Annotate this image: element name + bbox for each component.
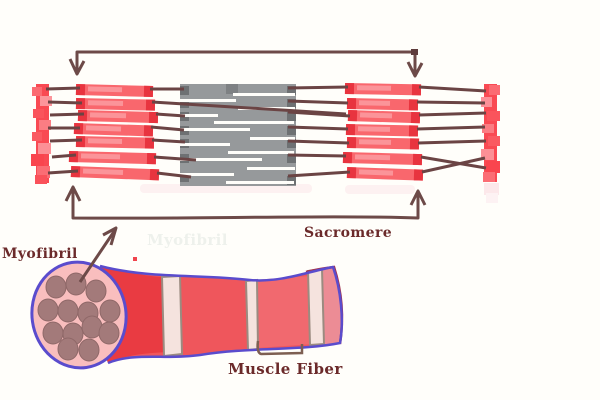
z-disc-right bbox=[481, 84, 500, 182]
myofibril-watermark-label: Myofibril bbox=[147, 231, 228, 249]
z-disc-left bbox=[31, 84, 52, 184]
myofibril-span-bracket bbox=[68, 49, 424, 78]
myofibril-circles bbox=[37, 272, 121, 362]
sarcomere-label: Sacromere bbox=[304, 225, 393, 241]
actin-bars-right bbox=[342, 83, 424, 181]
muscle-fiber-label: Muscle Fiber bbox=[228, 360, 343, 378]
actin-bars-left bbox=[68, 84, 160, 181]
muscle-fiber-illustration bbox=[30, 260, 344, 370]
filament-connector-lines bbox=[45, 85, 487, 179]
myosin-block bbox=[180, 84, 296, 186]
myofibril-label: Myofibril bbox=[2, 246, 78, 262]
fiber-cross-section bbox=[30, 260, 128, 370]
muscle-fiber-pointer-bracket bbox=[256, 340, 304, 356]
sarcomere-span-bracket bbox=[64, 185, 427, 220]
faded-marks bbox=[133, 183, 499, 261]
myofibril-callout-arrow bbox=[78, 226, 118, 283]
